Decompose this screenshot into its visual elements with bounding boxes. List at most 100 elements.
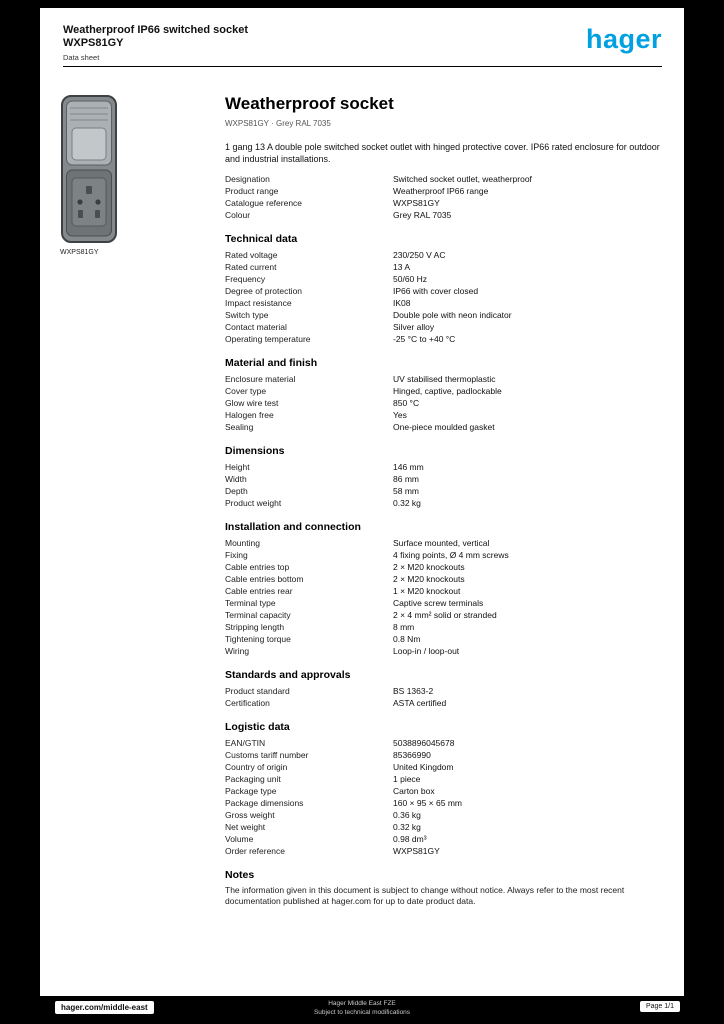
spec-value: BS 1363-2 [393,686,434,696]
spec-value: WXPS81GY [393,198,440,208]
footer-website-link[interactable]: hager.com/middle-east [55,1001,154,1014]
spec-value: 13 A [393,262,411,272]
section-title: Technical data [225,233,298,245]
spec-value: IK08 [393,298,411,308]
spec-label: Glow wire test [225,398,279,408]
spec-label: Sealing [225,422,254,432]
spec-value: 8 mm [393,622,415,632]
section-title: Installation and connection [225,521,361,533]
spec-value: IP66 with cover closed [393,286,479,296]
spec-label: Rated voltage [225,250,278,260]
spec-value: Carton box [393,786,435,796]
spec-value: 2 × M20 knockouts [393,574,465,584]
spec-row: Stripping length 8 mm [225,621,661,633]
section-title: Standards and approvals [225,669,351,681]
section-title: Dimensions [225,445,285,457]
spec-row: Package type Carton box [225,785,661,797]
spec-label: Switch type [225,310,269,320]
spec-value: 160 × 95 × 65 mm [393,798,462,808]
spec-value: 5038896045678 [393,738,455,748]
spec-label: Contact material [225,322,287,332]
spec-label: Terminal type [225,598,276,608]
spec-value: Double pole with neon indicator [393,310,512,320]
spec-row: Switch type Double pole with neon indicat… [225,309,661,321]
spec-value: Grey RAL 7035 [393,210,452,220]
spec-row: Operating temperature-25 °C to +40 °C [225,333,661,345]
spec-label: Net weight [225,822,266,832]
spec-value: 1 piece [393,774,421,784]
spec-row: Certification ASTA certified [225,697,661,709]
spec-label: Certification [225,698,270,708]
datasheet-page: Weatherproof IP66 switched socket WXPS81… [40,8,684,996]
spec-value: ASTA certified [393,698,447,708]
spec-value: 1 × M20 knockout [393,586,461,596]
spec-label: Colour [225,210,251,220]
spec-label: Enclosure material [225,374,296,384]
spec-row: Enclosure material UV stabilised thermopl… [225,373,661,385]
spec-value: 146 mm [393,462,424,472]
spec-value: 0.36 kg [393,810,421,820]
spec-row: Cable entries rear 1 × M20 knockout [225,585,661,597]
spec-label: Stripping length [225,622,285,632]
section-title: Logistic data [225,721,290,733]
spec-row: Catalogue reference WXPS81GY [225,197,661,209]
spec-label: Operating temperature [225,334,311,344]
spec-label: Country of origin [225,762,288,772]
spec-label: Fixing [225,550,248,560]
section-title: Notes [225,869,255,881]
spec-value: 0.32 kg [393,498,421,508]
spec-label: Package type [225,786,277,796]
product-subheading: WXPS81GY · Grey RAL 7035 [225,119,331,128]
spec-value: 4 fixing points, Ø 4 mm screws [393,550,509,560]
spec-row: Depth 58 mm [225,485,661,497]
spec-label: Rated current [225,262,277,272]
spec-label: Catalogue reference [225,198,303,208]
spec-label: Designation [225,174,270,184]
spec-value: Loop-in / loop-out [393,646,460,656]
footer-line1: Hager Middle East FZE [328,1000,396,1007]
spec-row: Fixing 4 fixing points, Ø 4 mm screws [225,549,661,561]
spec-value: 86 mm [393,474,419,484]
spec-label: Packaging unit [225,774,281,784]
spec-label: Depth [225,486,248,496]
product-image [60,94,118,244]
spec-label: Cable entries top [225,562,290,572]
spec-value: WXPS81GY [393,846,440,856]
spec-value: Captive screw terminals [393,598,484,608]
spec-value: Weatherproof IP66 range [393,186,489,196]
spec-value: 0.8 Nm [393,634,421,644]
spec-label: Product weight [225,498,282,508]
spec-label: Cable entries rear [225,586,293,596]
spec-value: UV stabilised thermoplastic [393,374,496,384]
datasheet-content: Weatherproof socket WXPS81GY · Grey RAL … [225,94,661,919]
spec-value: 0.98 dm³ [393,834,427,844]
doc-reference: WXPS81GY [63,37,124,49]
spec-label: Terminal capacity [225,610,291,620]
spec-label: Halogen free [225,410,274,420]
spec-value: 58 mm [393,486,419,496]
spec-row: Packaging unit 1 piece [225,773,661,785]
footer-line2: Subject to technical modifications [313,1008,411,1016]
hager-logo: hager [585,24,662,54]
